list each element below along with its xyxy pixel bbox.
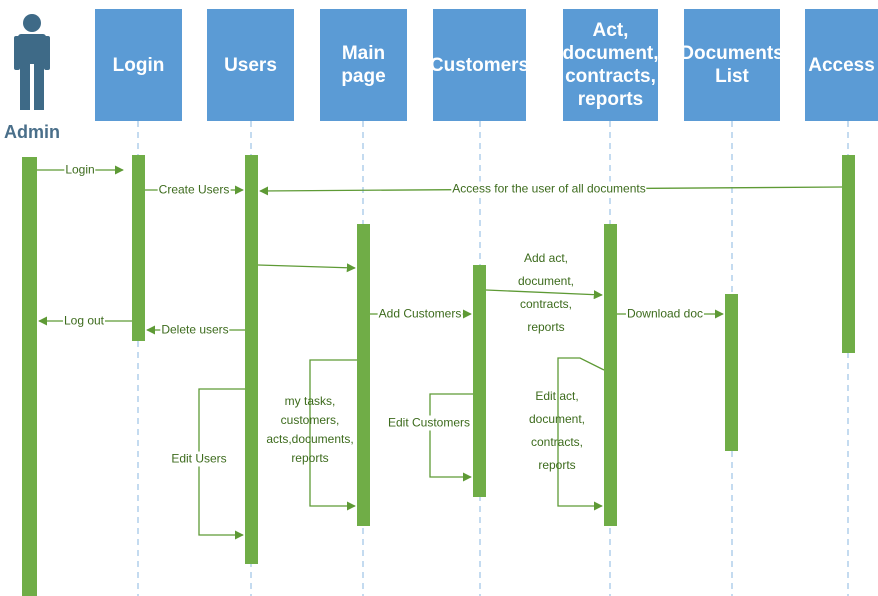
- activation-access: [842, 155, 855, 353]
- msg-download-doc: Download doc: [625, 306, 705, 322]
- activation-bars: [22, 155, 855, 596]
- header-mainpage: Main page: [320, 9, 407, 121]
- activation-customers: [473, 265, 486, 497]
- msg-edit-customers: Edit Customers: [386, 415, 472, 431]
- header-users: Users: [207, 9, 294, 121]
- activation-admin: [22, 157, 37, 596]
- arrow-my-tasks: [309, 359, 357, 511]
- arrow-edit-act: [557, 357, 605, 511]
- activation-mainpage: [357, 224, 370, 526]
- arrow-add-act: [485, 289, 603, 300]
- msg-edit-users: Edit Users: [170, 451, 228, 467]
- msg-create-users: Create Users: [157, 182, 231, 198]
- activation-act: [604, 224, 617, 526]
- activation-login: [132, 155, 145, 341]
- person-icon: [14, 14, 50, 110]
- arrow-edit-customers: [429, 393, 473, 482]
- header-access: Access: [805, 9, 878, 121]
- msg-add-act: Add act, document, contracts, reports: [517, 251, 575, 334]
- msg-edit-act: Edit act, document, contracts, reports: [528, 389, 586, 472]
- msg-log-out: Log out: [62, 313, 106, 329]
- activation-users: [245, 155, 258, 564]
- header-customers: Customers: [430, 9, 529, 121]
- header-act: Act, document, contracts, reports: [562, 9, 659, 121]
- msg-access-all: Access for the user of all documents: [451, 181, 647, 197]
- msg-add-customers: Add Customers: [377, 306, 463, 322]
- message-arrows: [37, 165, 843, 540]
- msg-my-tasks: my tasks, customers, acts,documents, rep…: [266, 394, 354, 465]
- actor-label: Admin: [4, 122, 60, 142]
- header-login: Login: [95, 9, 182, 121]
- arrow-users-mainpage: [257, 263, 356, 273]
- header-doclist: Documents List: [680, 9, 784, 121]
- msg-login: Login: [64, 162, 96, 178]
- activation-doclist: [725, 294, 738, 451]
- msg-delete-users: Delete users: [160, 322, 230, 338]
